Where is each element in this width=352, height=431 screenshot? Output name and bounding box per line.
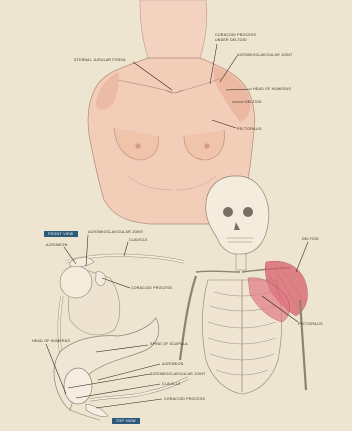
label-deltoid-top: DELTOID [245, 100, 262, 104]
front-view-badge: FRONT VIEW [44, 231, 78, 237]
label-head-of-humerus-top: HEAD OF HUMERUS [253, 87, 291, 91]
label-deltoid-right: DELTOID [302, 237, 319, 241]
label-spine-of-scapula: SPINE OF SCAPULA [150, 342, 188, 346]
label-coracoid-under-deltoid-1: CORACOID PROCESS [215, 33, 256, 37]
top-view-badge: TOP VIEW [112, 418, 140, 424]
label-pectoralis-top: PECTORALIS [237, 127, 262, 131]
label-coracoid-under-deltoid-2: UNDER DELTOID [215, 38, 247, 42]
label-acromion-mid: ACROMION [46, 243, 67, 247]
label-clavicle-bottom: CLAVICLE [162, 382, 181, 386]
label-clavicle-mid: CLAVICLE [129, 238, 148, 242]
label-pectoralis-right: PECTORALIS [298, 322, 323, 326]
label-coracoid-process-bottom: CORACOID PROCESS [164, 397, 205, 401]
label-acromioclavicular-joint-mid: ACROMIOCLAVICULAR JOINT [88, 230, 143, 234]
label-head-of-humerus-bottom: HEAD OF HUMERUS [32, 339, 70, 343]
label-acromioclavicular-joint-bottom: ACROMIOCLAVICULAR JOINT [150, 372, 205, 376]
label-coracoid-process-mid: CORACOID PROCESS [131, 286, 172, 290]
label-acromion-bottom: ACROMION [162, 362, 183, 366]
label-acromioclavicular-joint-top: ACROMIOCLAVICULAR JOINT [237, 53, 292, 57]
label-sternal-jugular-fossa: STERNAL JUGULAR FOSSA [74, 58, 126, 62]
